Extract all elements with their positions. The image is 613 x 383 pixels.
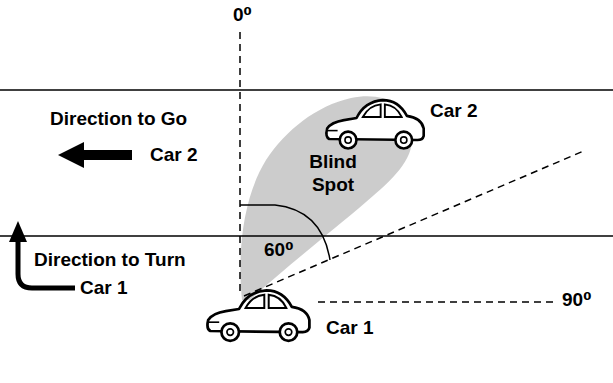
region-label: Blind Spot — [296, 151, 370, 197]
diagram-label: Car 1 — [80, 278, 128, 299]
go-arrow-shaft — [80, 150, 132, 160]
blind-spot-region: Blind Spot — [236, 92, 426, 304]
car-one-figure — [207, 290, 309, 341]
ninety-degree-line — [318, 301, 558, 303]
blind-spot-shape — [240, 96, 412, 300]
diagram-label: 0⁰ — [233, 5, 252, 26]
diagram-label: 60⁰ — [264, 240, 293, 261]
diagram-label: 90⁰ — [562, 290, 591, 311]
diagram-label: Direction to Go — [50, 109, 187, 130]
region-outline — [236, 92, 426, 304]
diagram-label: Car 1 — [326, 318, 374, 339]
zero-degree-line — [239, 32, 241, 292]
diagram-label: Car 2 — [430, 101, 478, 122]
road-edge-line — [0, 89, 613, 91]
diagram-label: Direction to Turn — [34, 250, 186, 271]
go-arrow-head — [58, 142, 84, 168]
diagram-label: Car 2 — [150, 145, 198, 166]
turn-arrow-head — [9, 221, 27, 242]
